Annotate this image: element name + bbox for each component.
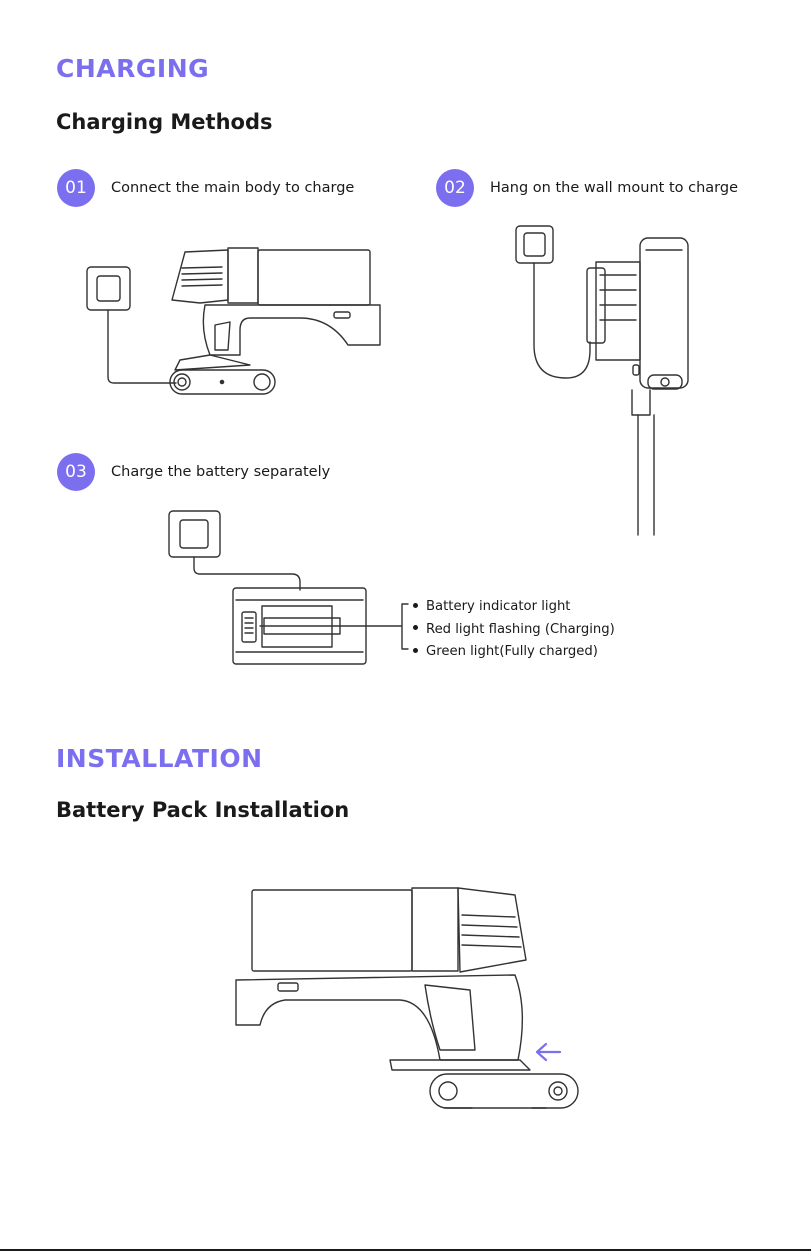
vacuum-main-body-01 [170, 248, 380, 394]
indicator-item-label: Red light flashing (Charging) [426, 622, 615, 637]
indicator-item-label: Battery indicator light [426, 599, 570, 614]
charging-cable-02 [534, 263, 590, 378]
charger-adapter-icon-03 [169, 511, 220, 557]
charging-cable-03 [194, 557, 300, 590]
vacuum-install-body [236, 888, 530, 1070]
vacuum-wall-mounted [587, 238, 688, 535]
charger-adapter-icon-02 [516, 226, 553, 263]
battery-indicator-list: Battery indicator light Red light flashi… [410, 596, 615, 664]
battery-pack-install [430, 1074, 578, 1108]
indicator-item: Red light flashing (Charging) [410, 619, 615, 642]
indicator-item: Green light(Fully charged) [410, 641, 615, 664]
indicator-item-label: Green light(Fully charged) [426, 644, 598, 659]
bullet-icon [413, 648, 418, 653]
bullet-icon [413, 603, 418, 608]
bullet-icon [413, 625, 418, 630]
page-bottom-rule [0, 1249, 811, 1251]
battery-indicator-leader [260, 604, 408, 649]
charger-adapter-icon-01 [87, 267, 130, 310]
section-title-installation: INSTALLATION [56, 744, 263, 773]
battery-installation-heading: Battery Pack Installation [56, 798, 349, 822]
indicator-item: Battery indicator light [410, 596, 615, 619]
charging-cable-01 [108, 310, 176, 383]
insert-arrow-icon [537, 1044, 560, 1060]
